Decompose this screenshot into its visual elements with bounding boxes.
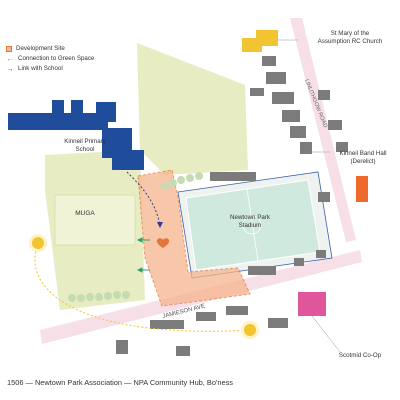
- coop-building: [298, 292, 326, 316]
- label-church: St Mary of the Assumption RC Church: [317, 30, 383, 45]
- heart-icon: [156, 238, 170, 248]
- kinneil-primary-school: [8, 100, 144, 170]
- label-coop: Scotmid Co-Op: [338, 352, 382, 359]
- blue-arrow-icon: [126, 171, 161, 226]
- sun-path: [34, 243, 251, 332]
- green-arrow-icon: ←: [6, 55, 14, 63]
- sun-icon: [241, 321, 259, 339]
- legend-label-green: Connection to Green Space: [18, 55, 95, 62]
- blue-arrow-icon: →: [6, 65, 14, 73]
- band-hall-building: [356, 176, 368, 202]
- surrounding-buildings: [116, 56, 348, 356]
- blue-arrowhead: [157, 222, 163, 228]
- legend-label-school: Link with School: [18, 65, 63, 72]
- pitch-centre-circle: [242, 215, 262, 235]
- pitch-halfway-line: [246, 188, 259, 262]
- caption: 1506 — Newtown Park Association — NPA Co…: [7, 378, 233, 387]
- legend-row-green: ← Connection to Green Space: [6, 54, 95, 64]
- linlithgow-road: [290, 18, 356, 242]
- legend: Development Site ← Connection to Green S…: [6, 44, 94, 74]
- label-muga: MUGA: [75, 210, 95, 217]
- label-school: Kinneil Primary School: [64, 138, 106, 153]
- legend-row-school: → Link with School: [6, 64, 94, 74]
- sun-icon: [29, 234, 47, 252]
- site-swatch: [6, 46, 12, 52]
- tree-line: [68, 172, 203, 302]
- development-site: [137, 169, 251, 307]
- muga-court: [54, 194, 136, 246]
- label-stadium: Newtown Park Stadium: [230, 214, 270, 229]
- green-arrow-icon: [136, 237, 150, 273]
- label-band-hall: Kinneil Band Hall (Derelict): [339, 150, 387, 165]
- coop-leader: [311, 315, 341, 353]
- legend-row-site: Development Site: [6, 44, 94, 54]
- church-building: [242, 30, 278, 52]
- green-field-north: [137, 43, 248, 175]
- legend-label-site: Development Site: [16, 45, 65, 52]
